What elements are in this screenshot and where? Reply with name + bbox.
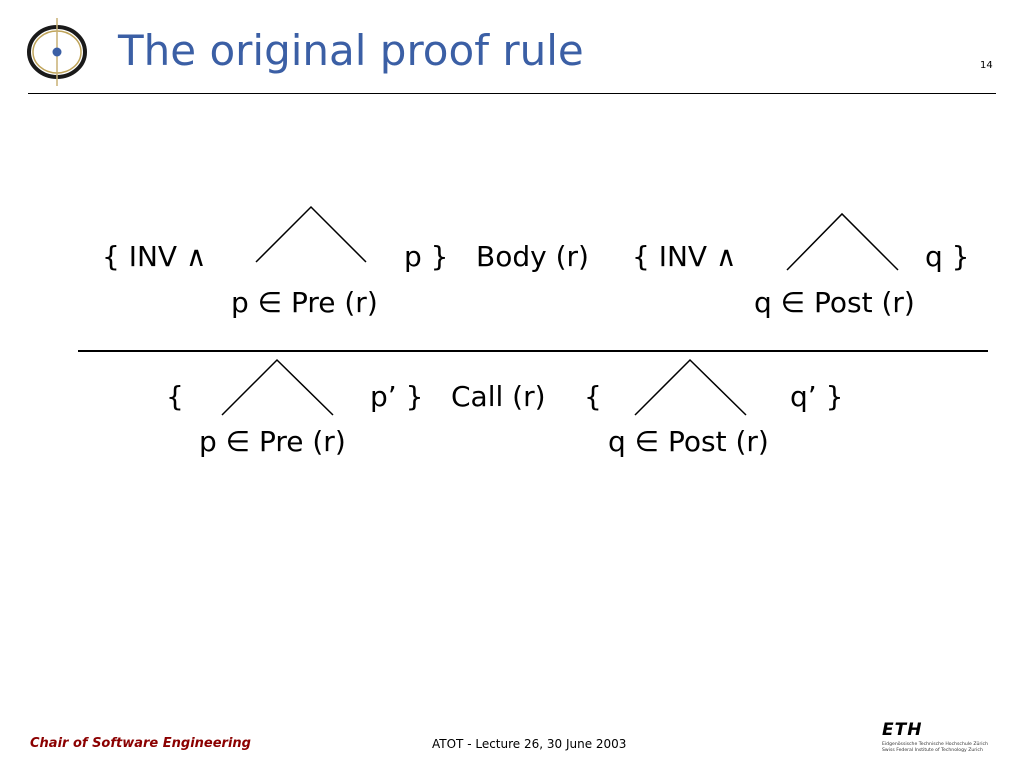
conclusion-wedge-left	[221, 358, 334, 416]
eth-wordmark: ETH	[882, 720, 923, 740]
conclusion-p-close: p’ }	[370, 380, 424, 413]
conclusion-sub-pre: p ∈ Pre (r)	[199, 425, 346, 458]
footer-lecture-info: ATOT - Lecture 26, 30 June 2003	[432, 737, 627, 751]
premise-open-inv-1: { INV ∧	[102, 240, 207, 273]
premise-q-close: q }	[925, 240, 970, 273]
conclusion-wedge-right	[634, 358, 747, 416]
eth-line-english: Swiss Federal Institute of Technology Zu…	[882, 748, 983, 753]
eth-logo: ETH Eidgenössische Technische Hochschule…	[882, 720, 998, 754]
premise-body: Body (r)	[476, 240, 589, 273]
chair-logo-icon	[27, 18, 87, 86]
footer-chair-name: Chair of Software Engineering	[30, 736, 251, 751]
conclusion-open-2: {	[584, 380, 602, 413]
conclusion-call: Call (r)	[451, 380, 546, 413]
premise-p-close: p }	[404, 240, 449, 273]
conclusion-sub-post: q ∈ Post (r)	[608, 425, 769, 458]
premise-open-inv-2: { INV ∧	[632, 240, 737, 273]
eth-line-german: Eidgenössische Technische Hochschule Zür…	[882, 742, 988, 747]
premise-sub-pre: p ∈ Pre (r)	[231, 286, 378, 319]
premise-wedge-left	[255, 205, 367, 263]
page-title: The original proof rule	[118, 26, 584, 75]
header-divider	[28, 93, 996, 94]
inference-bar	[78, 350, 988, 352]
premise-wedge-right	[786, 212, 899, 271]
conclusion-open-1: {	[166, 380, 184, 413]
conclusion-q-close: q’ }	[790, 380, 844, 413]
premise-sub-post: q ∈ Post (r)	[754, 286, 915, 319]
slide-number: 14	[980, 60, 993, 71]
